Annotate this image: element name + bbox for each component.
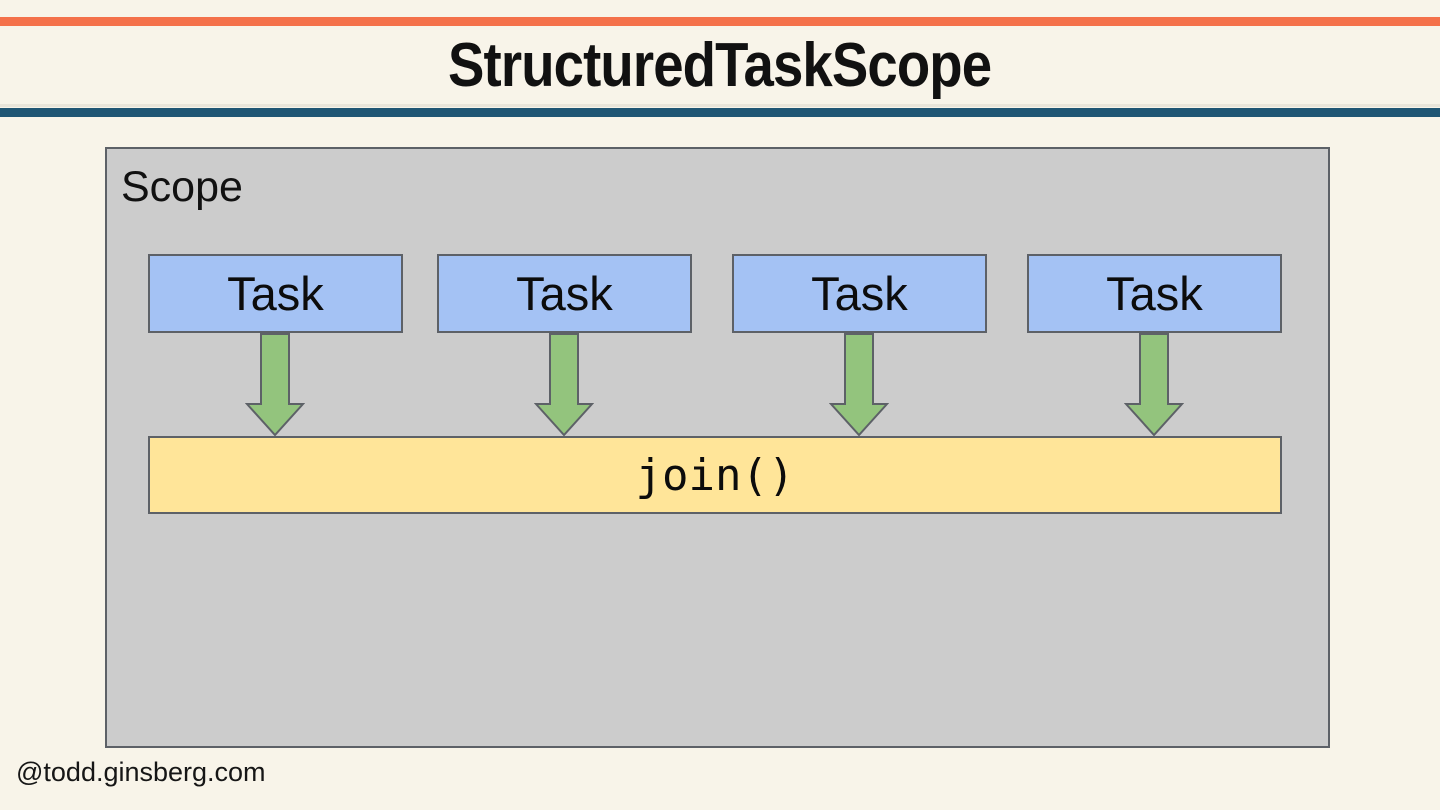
title-divider (0, 108, 1440, 117)
task-box-1: Task (148, 254, 403, 333)
scope-container: Scope Task Task Task Task join() (105, 147, 1330, 748)
task-box-4: Task (1027, 254, 1282, 333)
top-accent-bar (0, 17, 1440, 26)
down-arrow-icon (1124, 333, 1184, 437)
task-box-2-label: Task (516, 267, 613, 320)
footer-handle: @todd.ginsberg.com (16, 757, 266, 787)
task-box-3-label: Task (811, 267, 908, 320)
page-title-text: StructuredTaskScope (448, 31, 992, 100)
down-arrow-icon (534, 333, 594, 437)
title-divider-highlight (0, 104, 1440, 107)
page-title: StructuredTaskScope (0, 30, 1440, 101)
down-arrow-icon (245, 333, 305, 437)
scope-label: Scope (121, 163, 243, 211)
join-bar: join() (148, 436, 1282, 514)
join-bar-label: join() (635, 449, 795, 501)
task-box-3: Task (732, 254, 987, 333)
task-box-4-label: Task (1106, 267, 1203, 320)
task-box-1-label: Task (227, 267, 324, 320)
down-arrow-icon (829, 333, 889, 437)
task-box-2: Task (437, 254, 692, 333)
